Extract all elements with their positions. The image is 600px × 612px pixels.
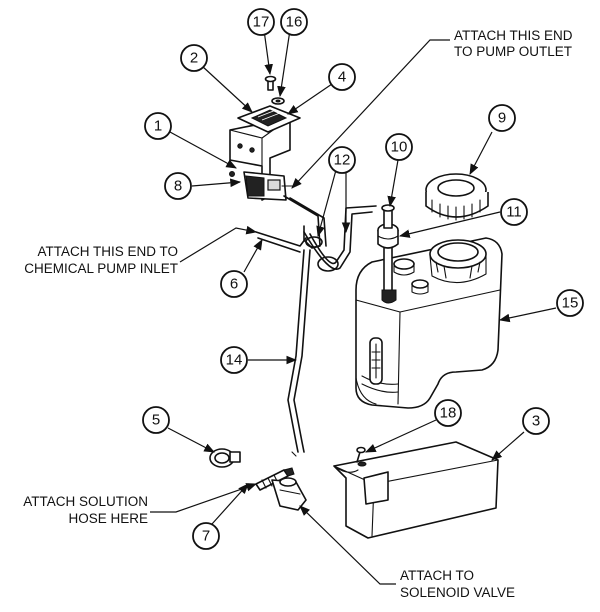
callout-1: 1: [144, 112, 172, 140]
callout-6-number: 6: [230, 276, 238, 293]
callout-14: 14: [220, 346, 248, 374]
solenoid-fitting: [271, 477, 307, 511]
callout-18-number: 18: [440, 405, 457, 422]
callout-3: 3: [522, 407, 550, 435]
hose-clamp: [209, 448, 241, 468]
callout-11: 11: [500, 198, 528, 226]
label-pump-inlet-line1: ATTACH THIS END TO: [37, 244, 178, 259]
mounting-screw-washer: [264, 75, 285, 105]
callout-5-number: 5: [152, 412, 160, 429]
label-solenoid: ATTACH TO SOLENOID VALVE: [400, 568, 515, 600]
label-solution-hose: ATTACH SOLUTION HOSE HERE: [23, 494, 148, 526]
callout-8-number: 8: [174, 178, 182, 195]
inlet-hose: [255, 231, 307, 253]
chemical-pump: [229, 171, 297, 201]
label-pump-outlet: ATTACH THIS END TO PUMP OUTLET: [454, 28, 573, 59]
callout-17: 17: [247, 8, 275, 36]
callout-9: 9: [488, 104, 516, 132]
callout-16-number: 16: [286, 14, 303, 31]
chemical-tank: [355, 237, 503, 409]
callout-10: 10: [385, 133, 413, 161]
terminal-cover: [237, 105, 301, 133]
callout-4-number: 4: [338, 69, 346, 86]
callout-7-number: 7: [202, 528, 210, 545]
callout-12-number: 12: [334, 152, 351, 169]
label-pump-outlet-line2: TO PUMP OUTLET: [454, 44, 572, 59]
callout-18: 18: [434, 399, 462, 427]
label-solution-hose-line2: HOSE HERE: [68, 511, 148, 526]
callout-17-number: 17: [253, 14, 270, 31]
callout-1-number: 1: [154, 118, 162, 135]
solution-line: [287, 249, 311, 457]
callout-15-number: 15: [562, 295, 579, 312]
label-solenoid-line1: ATTACH TO: [400, 568, 474, 583]
callout-15: 15: [556, 289, 584, 317]
callout-5: 5: [142, 406, 170, 434]
leader-lines: [150, 29, 557, 585]
callout-3-number: 3: [532, 413, 540, 430]
callout-2-number: 2: [190, 50, 198, 67]
callout-7: 7: [192, 522, 220, 550]
callout-11-number: 11: [506, 204, 522, 221]
label-pump-inlet: ATTACH THIS END TO CHEMICAL PUMP INLET: [24, 244, 178, 276]
label-pump-outlet-line1: ATTACH THIS END: [454, 28, 573, 43]
outlet-hose: [283, 195, 377, 272]
callout-8: 8: [164, 172, 192, 200]
callout-2: 2: [180, 44, 208, 72]
tray-screw: [356, 446, 366, 463]
callout-4: 4: [328, 63, 356, 91]
tank-tray: [333, 441, 499, 539]
label-solenoid-line2: SOLENOID VALVE: [400, 585, 515, 600]
tank-cap: [425, 173, 489, 221]
callout-12: 12: [328, 146, 356, 174]
callout-9-number: 9: [498, 110, 506, 127]
label-pump-inlet-line2: CHEMICAL PUMP INLET: [24, 261, 178, 276]
callout-16: 16: [280, 8, 308, 36]
label-solution-hose-line1: ATTACH SOLUTION: [23, 494, 148, 509]
callout-10-number: 10: [391, 139, 408, 156]
callout-6: 6: [220, 270, 248, 298]
callout-14-number: 14: [226, 352, 243, 369]
